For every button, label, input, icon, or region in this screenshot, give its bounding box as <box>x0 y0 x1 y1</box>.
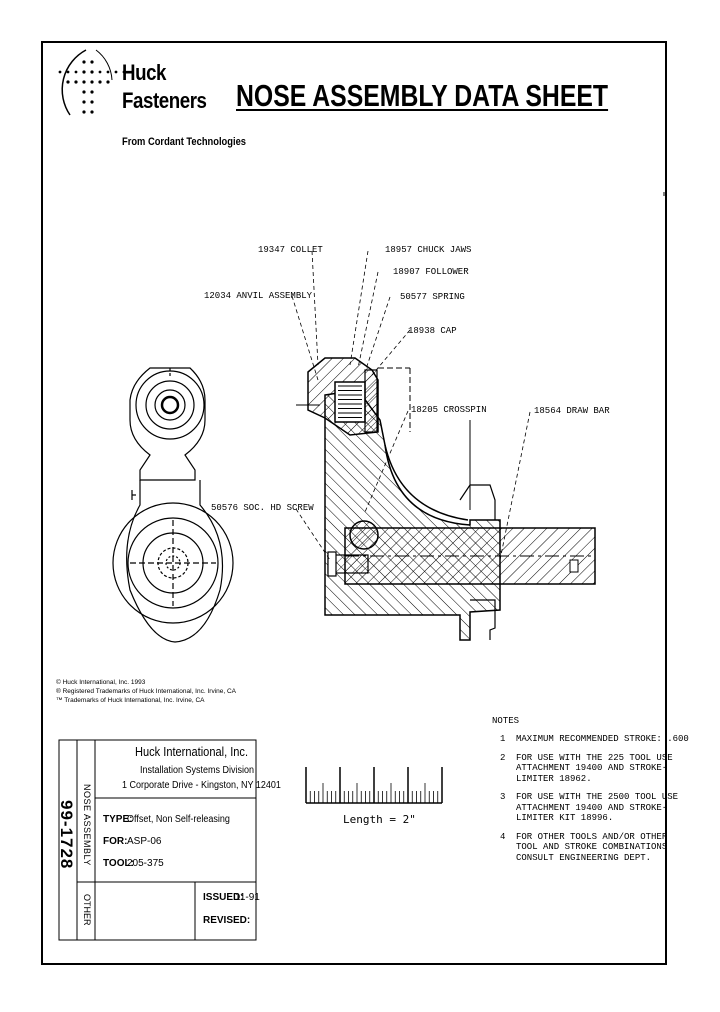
scale-label: Length = 2" <box>343 813 416 826</box>
revised-label: REVISED: <box>203 915 251 926</box>
document-category: NOSE ASSEMBLY <box>82 784 92 866</box>
note-text: LIMITER 18962. <box>516 773 592 784</box>
trademark-notes: © Huck International, Inc. 1993 ® Regist… <box>56 678 236 705</box>
note-number: 2 <box>500 752 506 763</box>
note-text: FOR OTHER TOOLS AND/OR OTHER <box>516 831 668 842</box>
callout-cap: 18938 CAP <box>408 326 457 336</box>
detail-view-bottom <box>112 480 234 643</box>
note-text: ATTACHMENT 19400 AND STROKE- <box>516 802 668 813</box>
document-other: OTHER <box>82 894 92 926</box>
issued-value: 11-91 <box>235 892 260 903</box>
sheet-border <box>41 41 667 965</box>
callout-spring: 50577 SPRING <box>400 292 465 302</box>
note-item: 2 FOR USE WITH THE 225 TOOL USE ATTACHME… <box>500 753 689 785</box>
logo-tagline: From Cordant Technologies <box>122 136 246 148</box>
callout-follower: 18907 FOLLOWER <box>393 267 469 277</box>
callout-screw: 50576 SOC. HD SCREW <box>211 503 314 513</box>
note-text: FOR USE WITH THE 2500 TOOL USE <box>516 792 679 802</box>
logo-mark-icon <box>58 49 126 116</box>
note-number: 3 <box>500 792 506 802</box>
scale-bar <box>305 767 443 804</box>
for-label: FOR: <box>103 836 128 847</box>
page-title: NOSE ASSEMBLY DATA SHEET <box>236 78 609 113</box>
title-block <box>58 739 257 941</box>
note-text: LIMITER KIT 18996. <box>516 813 614 823</box>
callout-leaders <box>291 250 531 561</box>
note-text: TOOL AND STROKE COMBINATIONS <box>516 842 668 852</box>
note-item: 4 FOR OTHER TOOLS AND/OR OTHER TOOL AND … <box>500 832 689 864</box>
note-number: 4 <box>500 831 506 842</box>
callout-draw-bar: 18564 DRAW BAR <box>534 406 610 416</box>
type-label: TYPE: <box>103 814 133 825</box>
note-text: ATTACHMENT 19400 AND STROKE- <box>516 763 668 773</box>
for-value: ASP-06 <box>127 836 162 847</box>
company-address: 1 Corporate Drive - Kingston, NY 12401 <box>122 780 281 791</box>
tool-value: 205-375 <box>127 858 164 869</box>
company-name: Huck International, Inc. <box>135 744 249 759</box>
note-item: 1 MAXIMUM RECOMMENDED STROKE: .600 <box>500 734 689 745</box>
note-text: CONSULT ENGINEERING DEPT. <box>516 852 652 863</box>
type-value: Offset, Non Self-releasing <box>127 814 230 825</box>
callout-chuck-jaws: 18957 CHUCK JAWS <box>385 245 472 255</box>
notes-list: 1 MAXIMUM RECOMMENDED STROKE: .600 2 FOR… <box>500 734 689 863</box>
notes-heading: NOTES <box>492 716 520 726</box>
note-text: FOR USE WITH THE 225 TOOL USE <box>516 752 673 763</box>
callout-anvil-assembly: 12034 ANVIL ASSEMBLY <box>204 291 313 301</box>
issued-label: ISSUED: <box>203 892 244 903</box>
trademark-line: ™ Trademarks of Huck International, Inc.… <box>56 697 205 704</box>
detail-view-top <box>129 367 206 500</box>
callout-collet: 19347 COLLET <box>258 245 323 255</box>
note-text: MAXIMUM RECOMMENDED STROKE: .600 <box>516 734 689 744</box>
registered-line: ® Registered Trademarks of Huck Internat… <box>56 688 237 695</box>
document-number: 99-1728 <box>57 800 76 870</box>
division-name: Installation Systems Division <box>140 765 255 776</box>
copyright-line: © Huck International, Inc. 1993 <box>56 679 146 686</box>
tool-label: TOOL: <box>103 858 134 869</box>
section-view <box>296 357 596 641</box>
callout-crosspin: 18205 CROSSPIN <box>411 405 487 415</box>
note-item: 3 FOR USE WITH THE 2500 TOOL USE ATTACHM… <box>500 792 689 824</box>
logo-fasteners: Fasteners <box>122 88 207 113</box>
note-number: 1 <box>500 734 506 744</box>
logo-huck: Huck <box>122 60 167 85</box>
